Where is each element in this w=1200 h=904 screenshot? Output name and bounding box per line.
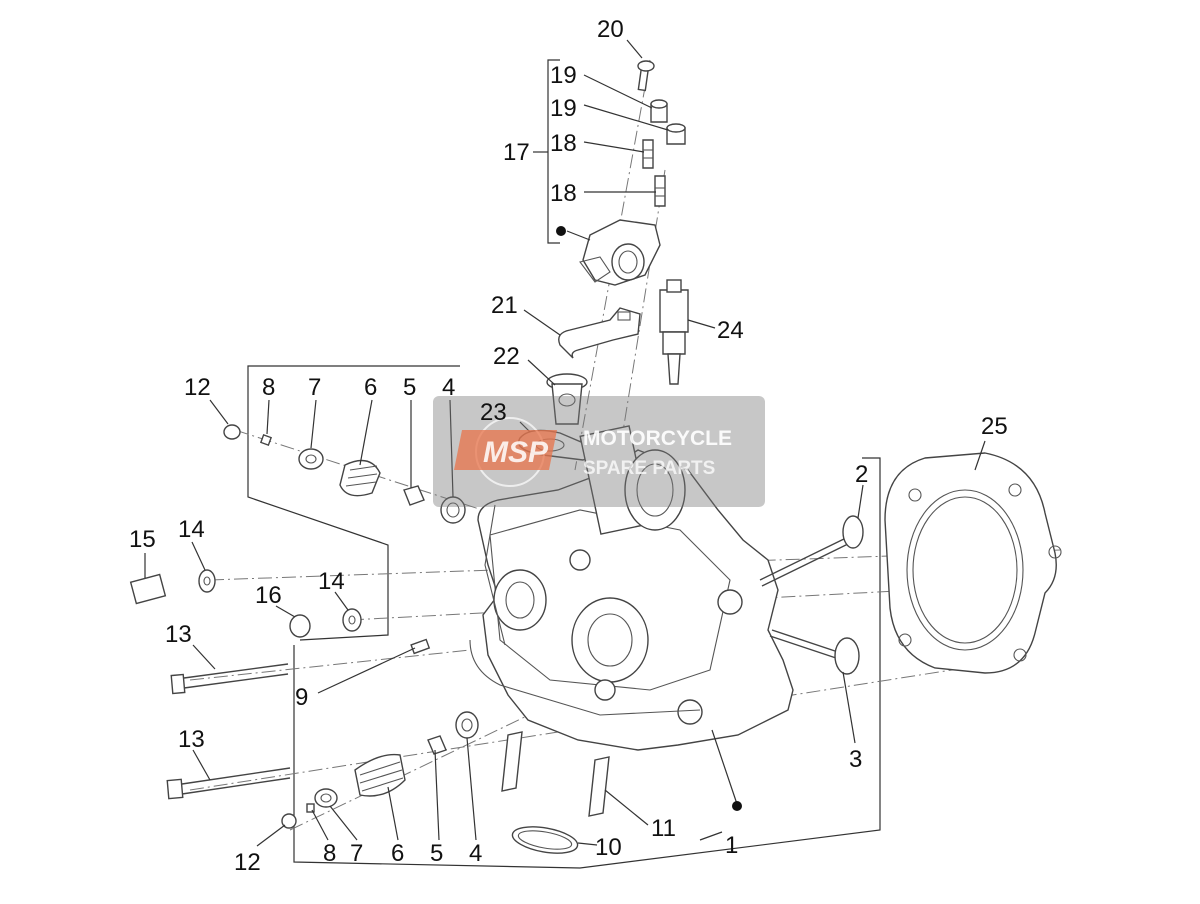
part-20-screw	[637, 60, 655, 92]
callout-18: 18	[550, 130, 577, 157]
leader-lines	[144, 39, 986, 847]
callout-15: 15	[129, 526, 156, 553]
watermark-line2: SPARE PARTS	[583, 458, 715, 479]
part-17-thermostat-housing	[579, 219, 661, 286]
small-parts	[410, 638, 610, 854]
callout-6: 6	[391, 840, 404, 867]
callout-21: 21	[491, 292, 518, 319]
callout-14: 14	[318, 568, 345, 595]
callout-19: 19	[550, 62, 577, 89]
part-22-thermostat	[546, 373, 588, 425]
callout-19: 19	[550, 95, 577, 122]
watermark-line1: MOTORCYCLE	[583, 427, 732, 450]
callout-17: 17	[503, 139, 530, 166]
callout-18: 18	[550, 180, 577, 207]
lower-valve-train	[281, 711, 479, 829]
watermark: MSP MOTORCYCLE SPARE PARTS	[433, 396, 765, 507]
part-2-valve	[759, 515, 864, 587]
fasteners	[129, 569, 362, 800]
callout-22: 22	[493, 343, 520, 370]
part-1-cylinder-head	[469, 425, 794, 751]
callout-13: 13	[178, 726, 205, 753]
callout-4: 4	[469, 840, 482, 867]
callout-20: 20	[597, 16, 624, 43]
callout-4: 4	[442, 374, 455, 401]
callout-labels: 20 19 19 18 18 17 21 22 23 24 12 8 7 6 5…	[129, 16, 1008, 876]
callout-24: 24	[717, 317, 744, 344]
callout-1: 1	[725, 832, 738, 859]
callout-2: 2	[855, 461, 868, 488]
callout-23: 23	[480, 399, 507, 426]
callout-10: 10	[595, 834, 622, 861]
part-21-bracket	[558, 307, 641, 359]
callout-6: 6	[364, 374, 377, 401]
callout-8: 8	[323, 840, 336, 867]
callout-9: 9	[295, 684, 308, 711]
watermark-logo-badge	[454, 430, 557, 470]
part-18-bleeders	[642, 139, 666, 207]
callout-5: 5	[430, 840, 443, 867]
watermark-logo: MSP	[483, 436, 549, 469]
callout-11: 11	[651, 815, 676, 842]
callout-8: 8	[262, 374, 275, 401]
callout-12: 12	[184, 374, 211, 401]
callout-3: 3	[849, 746, 862, 773]
part-12-upper	[223, 424, 241, 440]
part-25-head-gasket	[884, 452, 1062, 674]
part-24-sensor	[659, 279, 689, 385]
callout-13: 13	[165, 621, 192, 648]
callout-25: 25	[981, 413, 1008, 440]
callout-7: 7	[308, 374, 321, 401]
callout-16: 16	[255, 582, 282, 609]
part-19-caps	[650, 99, 686, 145]
callout-14: 14	[178, 516, 205, 543]
callout-5: 5	[403, 374, 416, 401]
callout-12: 12	[234, 849, 261, 876]
upper-valve-train	[223, 424, 466, 524]
part-3-valve	[769, 629, 860, 675]
callout-7: 7	[350, 840, 363, 867]
